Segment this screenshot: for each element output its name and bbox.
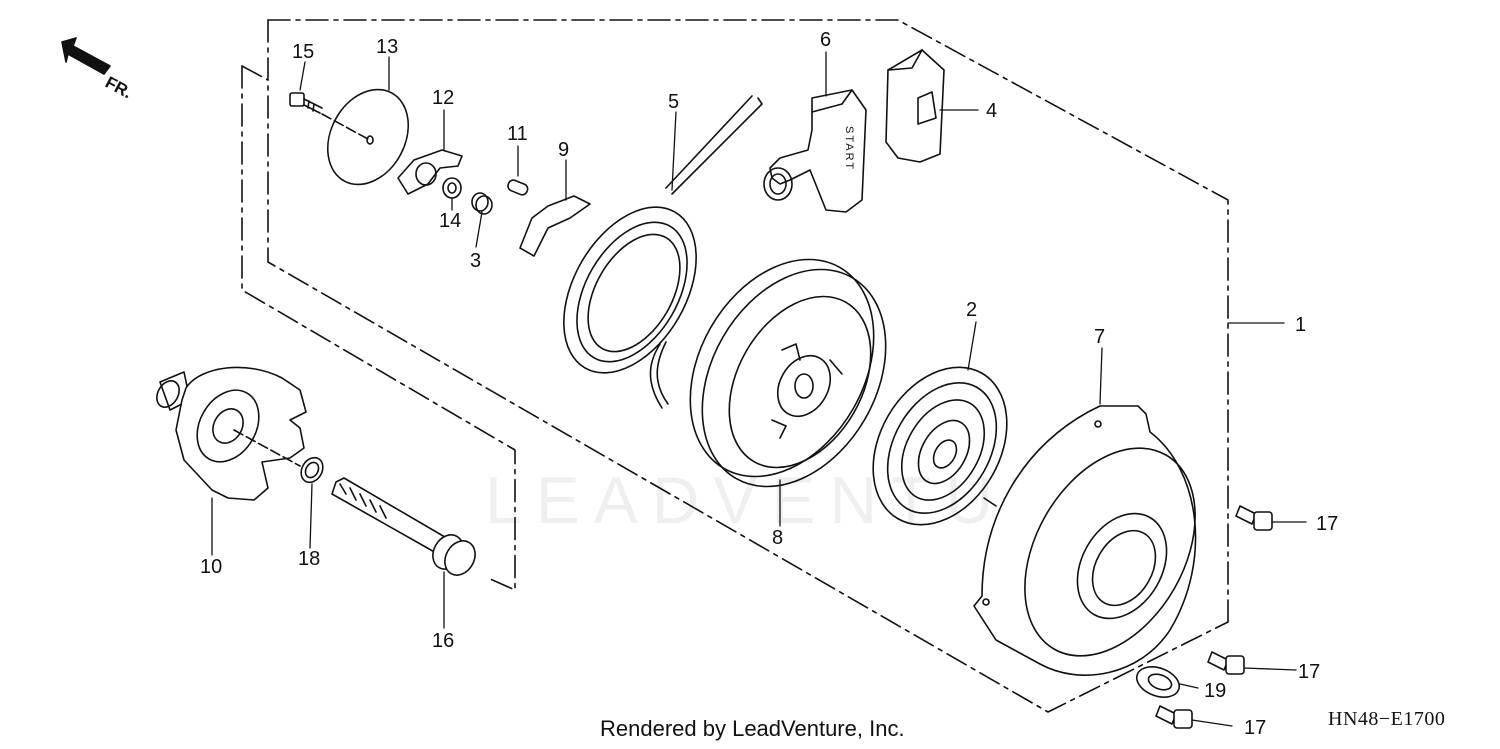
part-4-grip-insert: [885, 49, 945, 163]
callout-17-upper: 17: [1316, 513, 1338, 535]
part-12-ratchet-guide: [397, 149, 463, 195]
callout-9: 9: [558, 139, 569, 161]
part-16-flange-bolt: [331, 477, 476, 576]
part-2-recoil-spring: [872, 366, 1008, 526]
callout-19: 19: [1204, 680, 1226, 702]
part-8-starter-reel: [689, 258, 887, 488]
diagram-code: HN48−E1700: [1328, 708, 1446, 730]
part-17-bolt-lower: [1155, 705, 1193, 729]
part-15-bolt: [289, 92, 323, 114]
part-7-starter-case: [973, 405, 1197, 676]
front-direction-arrow-icon: [61, 37, 111, 75]
callout-17-middle: 17: [1298, 661, 1320, 683]
part-5-starter-rope: [563, 95, 763, 409]
part-18-washer: [300, 456, 324, 484]
callout-16: 16: [432, 630, 454, 652]
part-callouts: 1 2 3 4 5 6 7 8 9 10 11 12 13 14 15 16 1…: [200, 29, 1338, 739]
callout-1: 1: [1295, 314, 1306, 336]
callout-4: 4: [986, 100, 997, 122]
callout-11: 11: [507, 123, 528, 145]
callout-12: 12: [432, 87, 454, 109]
callout-2: 2: [966, 299, 977, 321]
front-direction-label: FR.: [102, 73, 135, 103]
callout-17-lower: 17: [1244, 717, 1266, 739]
part-11-pin: [507, 179, 529, 196]
callout-14: 14: [439, 210, 461, 232]
part-3-spring: [471, 192, 493, 215]
part-14-collar: [442, 177, 462, 199]
callout-5: 5: [668, 91, 679, 113]
part-19-clamp: [1135, 666, 1181, 698]
part-17-bolt-middle: [1207, 651, 1245, 675]
part-9-ratchet-pawl: [519, 195, 591, 257]
part-13-friction-plate: [321, 88, 410, 186]
rendered-by-credit: Rendered by LeadVenture, Inc.: [600, 716, 905, 741]
callout-3: 3: [470, 250, 481, 272]
leader-lines: [211, 51, 1307, 727]
part-17-bolt-upper: [1235, 505, 1273, 531]
callout-13: 13: [376, 36, 398, 58]
part-14-collar-inner: [447, 182, 457, 194]
callout-7: 7: [1094, 326, 1105, 348]
callout-15: 15: [292, 41, 314, 63]
assembly-box-outline: [267, 19, 1229, 713]
callout-18: 18: [298, 548, 320, 570]
grip-start-label: START: [843, 126, 855, 171]
callout-10: 10: [200, 556, 222, 578]
callout-6: 6: [820, 29, 831, 51]
callout-8: 8: [772, 527, 783, 549]
part-10-starter-pulley: [156, 366, 307, 501]
part-6-starter-grip: [763, 89, 867, 213]
drive-assembly-box-outline: [241, 65, 516, 591]
